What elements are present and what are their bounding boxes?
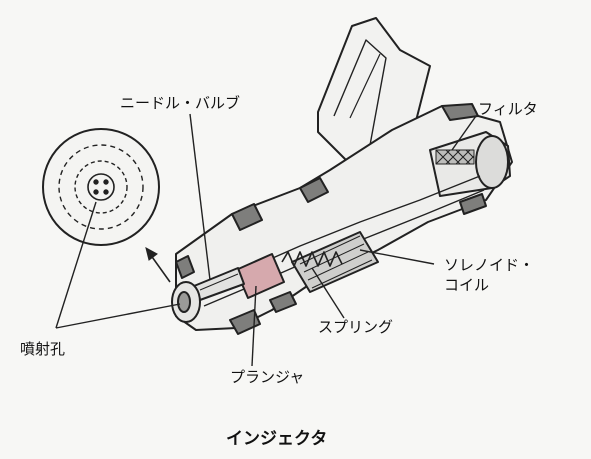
plunger-label: プランジャ	[230, 368, 305, 386]
leader-lines	[55, 113, 477, 367]
nozzle-end-view	[42, 128, 160, 246]
view-arrow	[145, 247, 171, 283]
plunger	[235, 253, 285, 299]
spring-label: スプリング	[318, 318, 394, 336]
nozzle-tip	[171, 281, 201, 323]
filter-mesh	[435, 149, 475, 165]
solenoid-coil-label-line2: コイル	[444, 276, 490, 294]
filter-label: フィルタ	[478, 100, 538, 118]
injector-body	[171, 17, 513, 335]
solenoid-coil-label-line1: ソレノイド・	[444, 256, 535, 274]
nozzle-hole-label: 噴射孔	[20, 340, 66, 358]
needle-valve-label: ニードル・バルブ	[120, 94, 241, 112]
figure-caption: インジェクタ	[226, 429, 328, 449]
spring	[281, 251, 343, 267]
